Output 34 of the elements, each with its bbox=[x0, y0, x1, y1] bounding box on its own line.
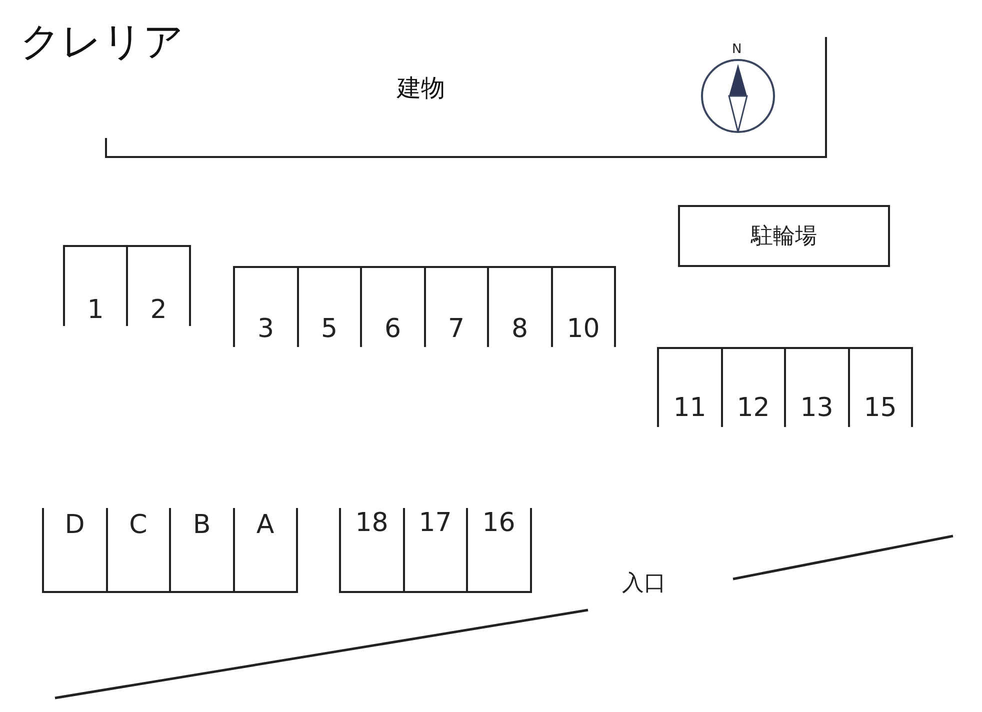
space-number: 15 bbox=[862, 393, 898, 423]
entrance-label: 入口 bbox=[622, 570, 666, 598]
space-number: 12 bbox=[736, 393, 771, 423]
parking-space bbox=[657, 347, 722, 427]
compass-north-label: N bbox=[732, 42, 742, 57]
space-number: 1 bbox=[86, 295, 105, 325]
space-number: 11 bbox=[672, 393, 708, 423]
space-number: C bbox=[128, 510, 148, 540]
space-number: 7 bbox=[446, 314, 466, 344]
parking-space bbox=[466, 508, 532, 593]
parking-space bbox=[233, 266, 298, 347]
space-number: A bbox=[255, 510, 276, 540]
space-number: 13 bbox=[799, 393, 834, 423]
parking-space bbox=[63, 245, 128, 326]
space-number: 3 bbox=[256, 314, 276, 344]
title: クレリア bbox=[20, 18, 184, 67]
parking-space bbox=[339, 508, 404, 593]
space-number: 2 bbox=[149, 295, 168, 325]
bicycle-parking-box: 駐輪場 bbox=[678, 205, 890, 267]
space-number: 17 bbox=[418, 508, 453, 538]
space-number: 5 bbox=[320, 314, 339, 344]
parking-space bbox=[126, 245, 191, 326]
building-label: 建物 bbox=[397, 73, 445, 104]
space-number: 16 bbox=[481, 508, 516, 538]
space-number: 8 bbox=[510, 314, 530, 344]
parking-space bbox=[42, 508, 108, 593]
parking-space bbox=[848, 347, 913, 427]
space-number: B bbox=[192, 510, 212, 540]
parking-space bbox=[550, 266, 616, 347]
space-number: 18 bbox=[354, 508, 390, 538]
space-number: D bbox=[64, 510, 86, 540]
parking-space bbox=[232, 508, 298, 593]
space-number: 6 bbox=[383, 314, 402, 344]
space-number: 10 bbox=[566, 314, 601, 344]
